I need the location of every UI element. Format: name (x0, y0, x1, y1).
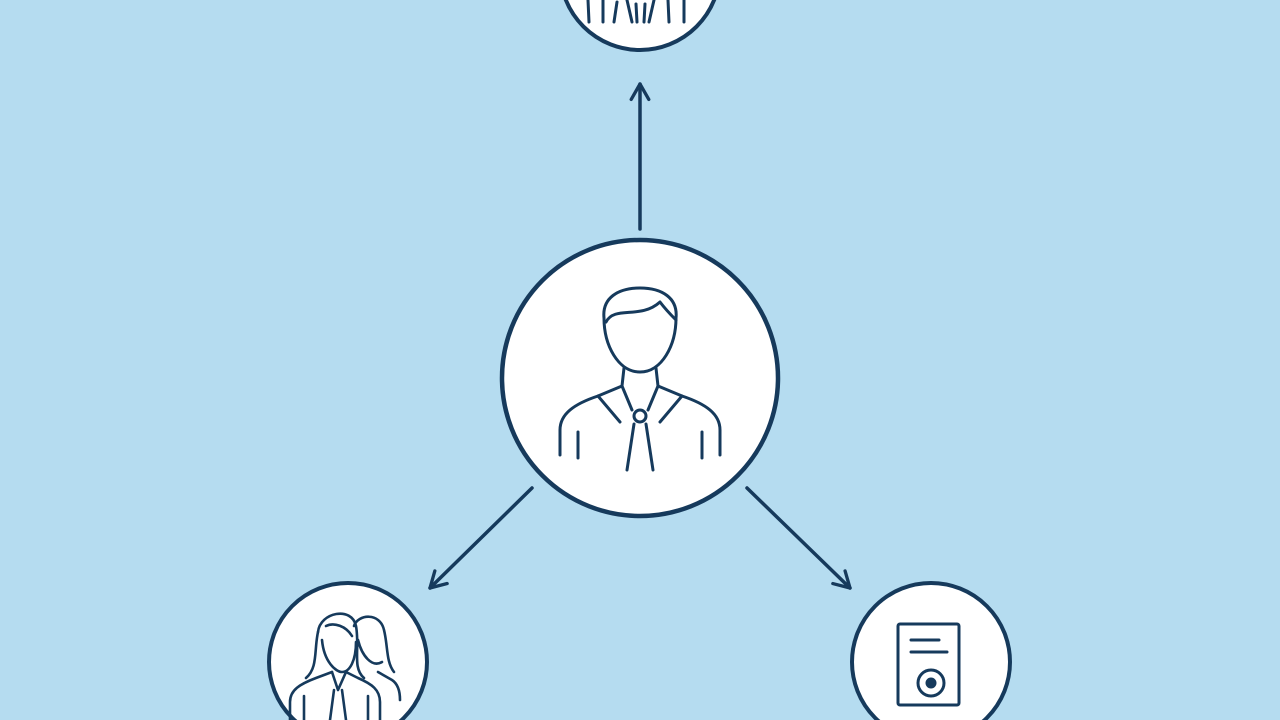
node-bottom-left (267, 581, 429, 720)
node-top (563, 0, 717, 52)
women-group-icon (288, 612, 402, 720)
node-bottom-right (850, 581, 1012, 720)
node-center (499, 237, 781, 519)
manager-person-icon (558, 286, 722, 472)
document-icon (896, 622, 961, 707)
arrow-center-to-bottom-left (428, 486, 534, 590)
team-group-icon (586, 0, 686, 24)
arrow-center-to-bottom-right (745, 486, 852, 590)
